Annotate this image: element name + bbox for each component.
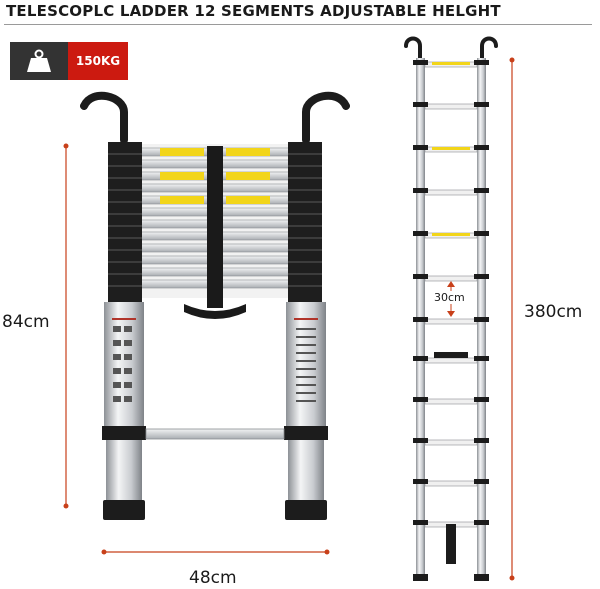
title-divider	[4, 24, 592, 25]
collapsed-height-measure	[63, 143, 69, 509]
weight-icon	[10, 42, 68, 80]
load-capacity-badge: 150KG	[10, 42, 128, 80]
width-measure	[101, 549, 330, 555]
rung-spacing-label: 30cm	[434, 291, 465, 304]
extended-height-label: 380cm	[524, 302, 583, 322]
page-title: TELESCOPLC LADDER 12 SEGMENTS ADJUSTABLE…	[6, 2, 501, 20]
collapsed-height-label: 84cm	[2, 312, 50, 332]
width-label: 48cm	[189, 568, 237, 588]
load-capacity-label: 150KG	[68, 42, 128, 80]
collapsed-ladder	[80, 91, 350, 520]
extended-height-measure	[509, 57, 515, 581]
extended-ladder	[404, 36, 498, 581]
